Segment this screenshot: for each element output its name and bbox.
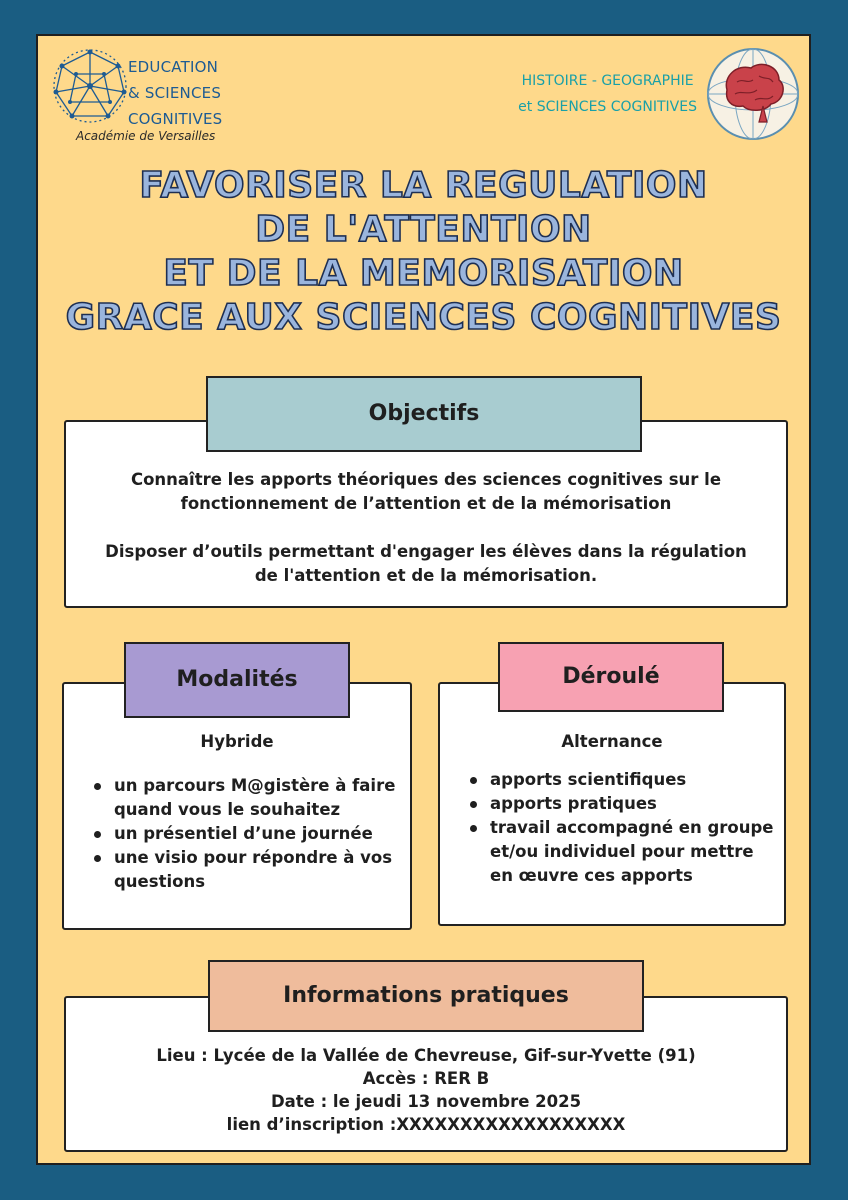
subject-line-1: HISTOIRE - GEOGRAPHIE	[521, 73, 694, 89]
infos-heading: Informations pratiques	[208, 960, 644, 1032]
subject-line-2: et SCIENCES COGNITIVES	[518, 99, 697, 115]
list-item: un présentiel d’une journée	[88, 822, 400, 846]
objectifs-heading: Objectifs	[206, 376, 642, 452]
logo-line-2: & SCIENCES	[128, 84, 222, 102]
modalites-box: Hybride un parcours M@gistère à faire qu…	[62, 682, 412, 930]
title-line-2: DE L'ATTENTION	[254, 208, 592, 251]
list-item: une visio pour répondre à vos questions	[88, 846, 400, 894]
infos-date: Date : le jeudi 13 novembre 2025	[270, 1092, 582, 1111]
objectifs-p1-line2: fonctionnement de l’attention et de la m…	[180, 494, 672, 513]
title-line-4: GRACE AUX SCIENCES COGNITIVES	[65, 296, 782, 339]
deroule-list: apports scientifiques apports pratiques …	[464, 768, 774, 888]
list-item: un parcours M@gistère à faire quand vous…	[88, 774, 400, 822]
deroule-box: Alternance apports scientifiques apports…	[438, 682, 786, 926]
modalites-list: un parcours M@gistère à faire quand vous…	[88, 774, 400, 894]
neural-network-globe-icon	[53, 49, 127, 123]
list-item: travail accompagné en groupe et/ou indiv…	[464, 816, 774, 888]
infos-registration-link[interactable]: lien d’inscription :XXXXXXXXXXXXXXXXXX	[226, 1115, 626, 1134]
subject-label: HISTOIRE - GEOGRAPHIE et SCIENCES COGNIT…	[518, 68, 697, 120]
logo-subtitle: Académie de Versailles	[76, 129, 216, 143]
title-line-1: FAVORISER LA REGULATION	[139, 164, 708, 207]
poster: EDUCATION & SCIENCES COGNITIVES Académie…	[36, 34, 811, 1165]
brain-globe-icon	[707, 48, 799, 140]
modalites-heading: Modalités	[124, 642, 350, 718]
logo-wordmark: EDUCATION & SCIENCES COGNITIVES	[128, 54, 222, 132]
objectifs-content: Connaître les apports théoriques des sci…	[66, 468, 786, 588]
objectifs-box: Connaître les apports théoriques des sci…	[64, 420, 788, 608]
modalites-subtitle: Hybride	[200, 732, 274, 751]
logo-line-3: COGNITIVES	[128, 110, 223, 128]
infos-content: Lieu : Lycée de la Vallée de Chevreuse, …	[66, 1044, 786, 1136]
deroule-heading: Déroulé	[498, 642, 724, 712]
brain-globe-logo	[705, 46, 801, 142]
objectifs-p2-line2: de l'attention et de la mémorisation.	[254, 566, 598, 585]
infos-acces: Accès : RER B	[362, 1069, 490, 1088]
objectifs-p1-line1: Connaître les apports théoriques des sci…	[130, 470, 722, 489]
deroule-subtitle: Alternance	[561, 732, 663, 751]
education-sciences-cognitives-logo: EDUCATION & SCIENCES COGNITIVES Académie…	[48, 44, 248, 144]
logo-line-1: EDUCATION	[128, 58, 218, 76]
infos-lieu: Lieu : Lycée de la Vallée de Chevreuse, …	[156, 1046, 696, 1065]
list-item: apports pratiques	[464, 792, 774, 816]
title-line-3: ET DE LA MEMORISATION	[163, 252, 684, 295]
list-item: apports scientifiques	[464, 768, 774, 792]
objectifs-p2-line1: Disposer d’outils permettant d'engager l…	[105, 542, 747, 561]
main-title: FAVORISER LA REGULATION DE L'ATTENTION E…	[38, 164, 809, 340]
